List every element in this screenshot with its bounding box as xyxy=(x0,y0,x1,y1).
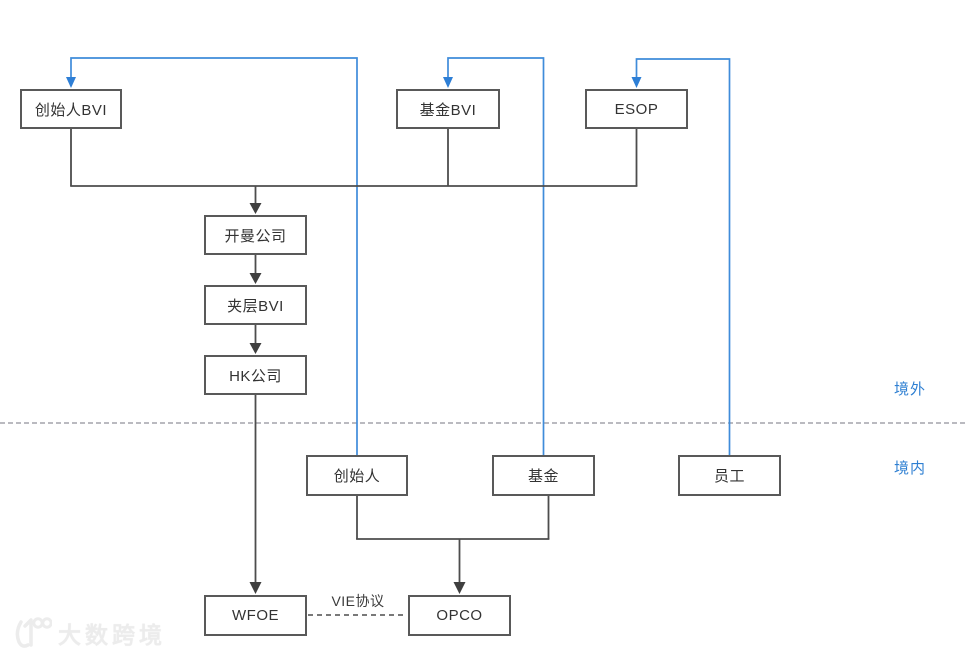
node-esop: ESOP xyxy=(585,89,688,129)
edge-founder-fund-to-opco xyxy=(356,496,550,594)
node-hk-company: HK公司 xyxy=(204,355,307,395)
edge-fund-to-fund-bvi xyxy=(443,57,545,455)
node-mezzanine-bvi: 夹层BVI xyxy=(204,285,307,325)
watermark: 大数跨境 xyxy=(8,614,166,652)
offshore-region-label: 境外 xyxy=(893,381,926,398)
node-opco: OPCO xyxy=(408,595,511,636)
node-founder-bvi: 创始人BVI xyxy=(20,89,122,129)
arrowhead-down-icon xyxy=(249,343,262,354)
edge-cayman-to-mezzanine-bvi xyxy=(249,255,262,284)
edge-employee-to-esop xyxy=(631,58,731,455)
arrowhead-down-icon xyxy=(249,582,262,594)
edge-mezzanine-bvi-to-hk xyxy=(249,325,262,354)
watermark-100-logo-icon xyxy=(15,617,52,648)
arrowhead-down-icon xyxy=(249,273,262,284)
arrowhead-down-icon xyxy=(249,203,262,214)
arrowhead-down-icon xyxy=(631,77,642,88)
arrowhead-down-icon xyxy=(453,582,466,594)
edge-top-boxes-to-cayman xyxy=(70,129,638,214)
node-fund: 基金 xyxy=(492,455,595,496)
onshore-region-label: 境内 xyxy=(893,460,926,477)
node-cayman-company: 开曼公司 xyxy=(204,215,307,255)
edge-hk-to-wfoe xyxy=(249,395,262,594)
node-employee: 员工 xyxy=(678,455,781,496)
vie-agreement-edge-label: VIE协议 xyxy=(331,593,385,609)
arrowhead-down-icon xyxy=(66,77,76,88)
edge-founder-to-founder-bvi xyxy=(66,57,358,455)
arrowhead-down-icon xyxy=(443,77,453,88)
watermark-brand-text: 大数跨境 xyxy=(58,622,166,648)
node-fund-bvi: 基金BVI xyxy=(396,89,500,129)
node-wfoe: WFOE xyxy=(204,595,307,636)
node-founder: 创始人 xyxy=(306,455,408,496)
